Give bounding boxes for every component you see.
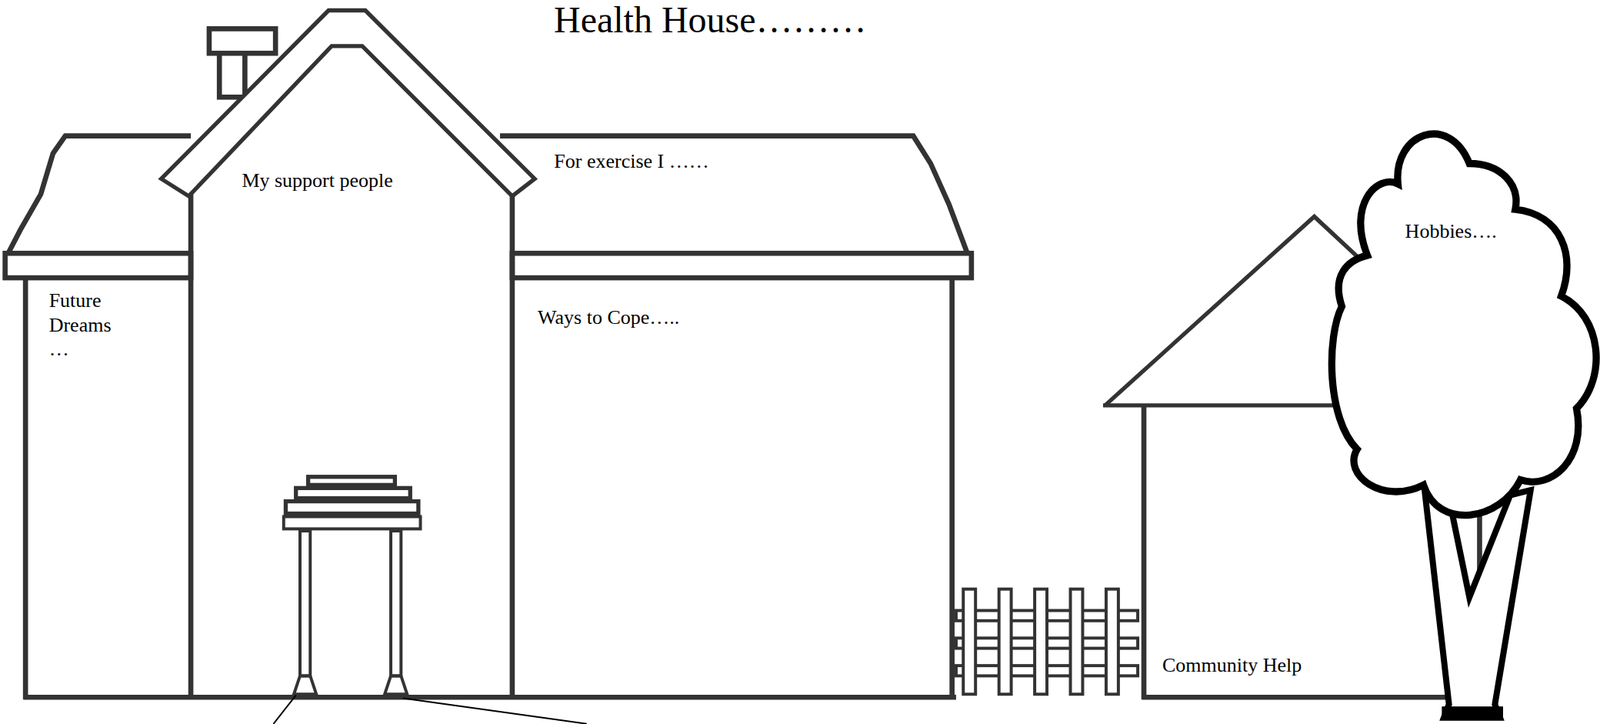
porch-column [300, 530, 310, 676]
wall-line [1141, 405, 1147, 700]
house-section: For exercise I …… [515, 140, 919, 248]
fence [956, 589, 1138, 695]
porch-roof [283, 516, 421, 529]
page-title: Health House……… [553, 0, 867, 41]
house-section: Ways to Cope….. [515, 280, 950, 690]
wall-line [949, 277, 955, 700]
column-base [293, 675, 317, 694]
chimney [219, 51, 245, 98]
roof-line [8, 136, 191, 254]
tree-base [1441, 706, 1504, 720]
ground-line [1141, 694, 1449, 700]
house-section: Community Help [1146, 408, 1443, 697]
section-label: Future Dreams … [49, 288, 137, 361]
column-base [384, 675, 407, 694]
ground-line [23, 694, 957, 700]
house-section: Future Dreams … [28, 280, 189, 690]
eave-band [5, 253, 191, 278]
leader-line [403, 698, 587, 724]
section-label: My support people [241, 168, 393, 193]
tree-canopy [1331, 133, 1597, 516]
porch-roof [285, 501, 418, 514]
chimney [209, 28, 276, 54]
wall-line [188, 189, 194, 700]
gable-band [161, 10, 536, 197]
section-label: Hobbies…. [1405, 219, 1497, 244]
leader-line [273, 695, 297, 724]
porch-roof [296, 487, 411, 498]
section-label: Community Help [1162, 653, 1302, 677]
porch-column [390, 530, 401, 676]
section-label: For exercise I …… [553, 149, 709, 174]
eave-band [512, 253, 972, 278]
roof-line [500, 136, 968, 254]
wall-line [510, 189, 516, 700]
eave-line [1103, 403, 1357, 407]
house-section: My support people [193, 163, 510, 470]
wall-line [23, 277, 29, 700]
section-label: Ways to Cope….. [537, 305, 680, 330]
house-section: Hobbies…. [1372, 209, 1567, 404]
porch-roof [308, 476, 396, 486]
